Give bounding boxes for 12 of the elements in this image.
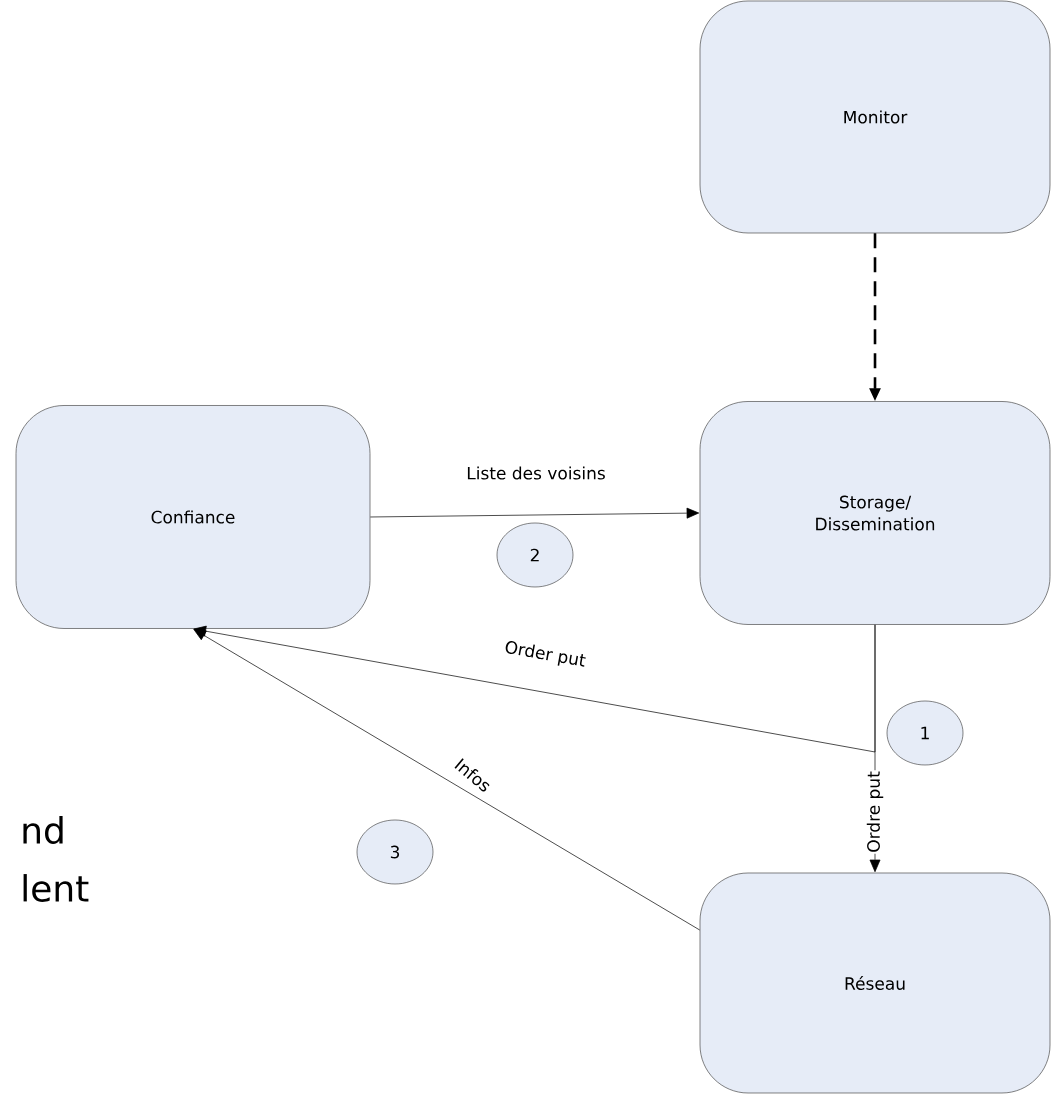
- text-fragment: lent: [23, 874, 89, 902]
- process-box: Storage/ Dissemination: [699, 401, 1051, 625]
- process-box: Réseau: [699, 872, 1051, 1094]
- arrow: [193, 624, 876, 753]
- edge-label: Ordre put: [865, 770, 885, 854]
- text-fragment: nd: [23, 816, 63, 844]
- process-box: Confiance: [15, 405, 371, 629]
- arrow: [193, 628, 700, 931]
- process-box: Monitor: [699, 0, 1051, 234]
- arrow: [370, 507, 700, 519]
- edge-label: Order put: [502, 638, 588, 672]
- edge-label: Liste des voisins: [465, 465, 607, 481]
